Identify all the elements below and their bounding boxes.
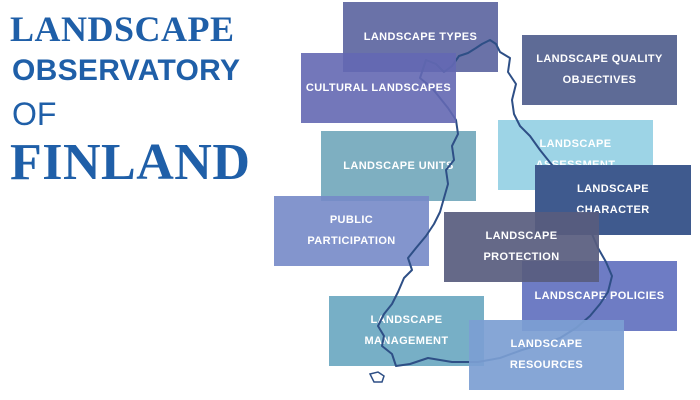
box-label-policies: LANDSCAPE POLICIES: [534, 289, 665, 302]
box-landscape-units: LANDSCAPE UNITS: [321, 131, 476, 201]
title-line-of: OF: [12, 96, 57, 132]
box-label-protection: LANDSCAPE PROTECTION: [483, 230, 560, 263]
box-label-character-line1: LANDSCAPE: [576, 183, 650, 196]
box-label-units: LANDSCAPE UNITS: [343, 159, 454, 172]
aland-islands-shape: [368, 371, 385, 383]
box-cultural-landscapes: CULTURAL LANDSCAPES: [301, 53, 456, 123]
box-label-types: LANDSCAPE TYPES: [363, 30, 478, 43]
box-landscape-protection: LANDSCAPE PROTECTION: [444, 212, 599, 282]
box-label-participation-line2: PARTICIPATION: [307, 235, 396, 247]
box-landscape-quality-objectives: LANDSCAPE QUALITY OBJECTIVES: [522, 35, 677, 105]
box-label-management-line1: LANDSCAPE: [370, 314, 443, 327]
box-label-cultural: CULTURAL LANDSCAPES: [305, 81, 452, 94]
box-label-participation-line1: PUBLIC: [329, 214, 374, 227]
title-line-observatory: OBSERVATORY: [12, 54, 241, 87]
box-label-management-line2: MANAGEMENT: [364, 335, 449, 347]
box-landscape-management: LANDSCAPE MANAGEMENT: [329, 296, 484, 366]
box-label-quality-line2: OBJECTIVES: [562, 74, 637, 86]
title-line-finland: FINLAND: [10, 134, 251, 191]
box-public-participation: PUBLIC PARTICIPATION: [274, 196, 429, 266]
box-landscape-resources: LANDSCAPE RESOURCES: [469, 320, 624, 390]
title-line-landscape: LANDSCAPE: [10, 9, 235, 49]
box-label-resources: LANDSCAPE RESOURCES: [509, 338, 584, 371]
box-label-quality-line1: LANDSCAPE QUALITY: [536, 53, 663, 66]
